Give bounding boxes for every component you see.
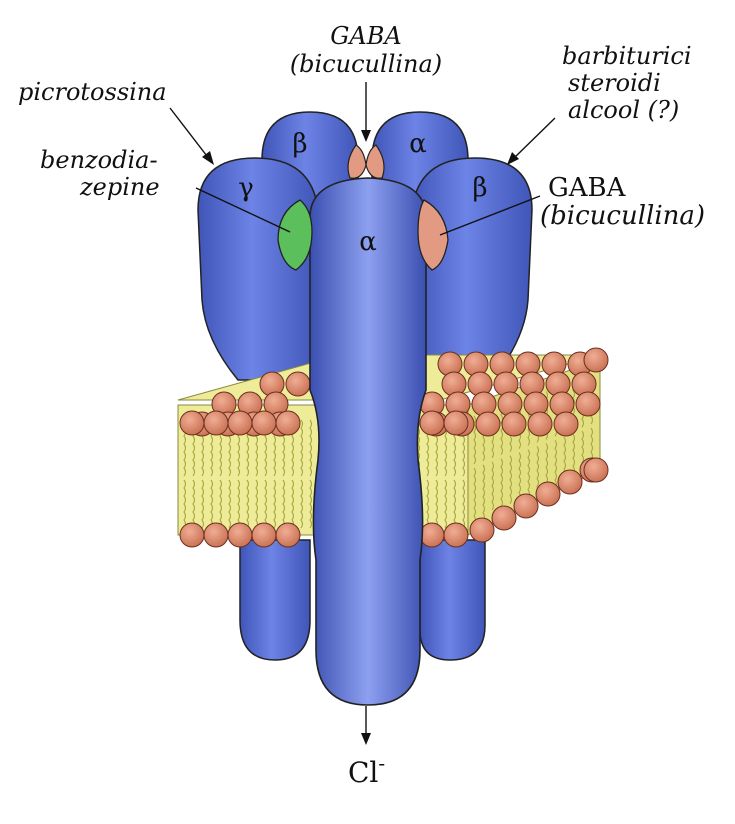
label-beta-back: β [292, 129, 307, 159]
phospholipid-head [443, 522, 469, 548]
lipid-tail [444, 479, 448, 529]
phospholipid-head [275, 410, 301, 436]
lipid-tail [255, 479, 259, 529]
phospholipid-head [535, 481, 561, 507]
subunit-beta-right [411, 157, 533, 381]
subunit-gamma [197, 157, 319, 381]
phospholipid-head [227, 522, 253, 548]
benzodiazepine-label-2: zepine [79, 173, 160, 201]
steroidi-label: steroidi [568, 69, 661, 97]
gaba-right-bicucullina: (bicucullina) [540, 201, 705, 231]
lipid-tail [282, 479, 286, 529]
lipid-tail [426, 479, 430, 529]
lipid-tail [246, 479, 250, 529]
benzodiazepine-label-1: benzodia- [40, 146, 158, 174]
phospholipid-head [475, 411, 501, 437]
label-gamma: γ [238, 173, 254, 203]
phospholipid-head [443, 410, 469, 436]
lipid-tail [237, 479, 241, 529]
subunit-alpha-front [309, 177, 427, 706]
lipid-tail [518, 452, 522, 501]
lipid-tail [482, 464, 486, 522]
lipid-tail [300, 479, 304, 529]
lipid-tail [291, 479, 295, 529]
lipid-tail [273, 479, 277, 529]
chloride-charge: - [378, 751, 385, 775]
lipid-tail [309, 419, 313, 477]
picrotossina-label: picrotossina [18, 78, 167, 106]
gaba-top-bicucullina: (bicucullina) [290, 50, 442, 78]
phospholipid-head [419, 410, 445, 436]
lipid-tail [210, 479, 214, 529]
phospholipid-head [513, 493, 539, 519]
phospholipid-head [583, 347, 609, 373]
lipid-tail [572, 433, 576, 475]
front-subunit-lower-bodies [238, 545, 306, 640]
label-beta-right: β [472, 173, 487, 203]
subunit-labels: β α γ β α [238, 129, 487, 257]
lipid-tail [192, 479, 196, 529]
lipid-tail [300, 419, 304, 477]
phospholipid-head [527, 411, 553, 437]
phospholipid-head [575, 391, 601, 417]
phospholipid-head [275, 522, 301, 548]
label-alpha-back: α [409, 129, 427, 159]
gaba-site-right [417, 199, 449, 271]
phospholipid-head [179, 522, 205, 548]
lipid-tail [509, 455, 513, 505]
phospholipid-head [203, 522, 229, 548]
phospholipid-head [227, 410, 253, 436]
phospholipid-head [583, 457, 609, 483]
lipid-tail [491, 461, 495, 511]
phospholipid-head [285, 371, 311, 397]
phospholipid-head [553, 411, 579, 437]
lipid-tail [264, 479, 268, 529]
phospholipid-head [251, 522, 277, 548]
lipid-tail [228, 479, 232, 529]
lipid-tail [435, 479, 439, 529]
barbiturici-label: barbiturici [562, 42, 692, 70]
alcool-label: alcool (?) [568, 96, 679, 124]
phospholipid-head [419, 522, 445, 548]
back-subunit-lower-bodies [239, 539, 486, 661]
phospholipid-head [251, 410, 277, 436]
phospholipid-head [491, 505, 517, 531]
phospholipid-head [179, 410, 205, 436]
gaba-top-label: GABA [330, 22, 401, 50]
lipid-tail [527, 449, 531, 498]
gaba-right-label: GABA [548, 173, 627, 203]
gaba-site-top [347, 144, 385, 179]
benzodiazepine-site [277, 199, 313, 271]
text-labels: GABA (bicucullina) picrotossina barbitur… [18, 22, 705, 789]
lipid-tail [563, 436, 567, 478]
lipid-tail [183, 479, 187, 529]
lipid-tail [462, 479, 466, 529]
phospholipid-head [469, 517, 495, 543]
phospholipid-head [501, 411, 527, 437]
lipid-tail [536, 446, 540, 495]
label-alpha-front: α [359, 227, 377, 257]
lipid-tail [453, 479, 457, 529]
lipid-tail [309, 479, 313, 529]
phospholipid-head [557, 469, 583, 495]
phospholipid-head [203, 410, 229, 436]
lipid-tail [219, 479, 223, 529]
lipid-tail [201, 479, 205, 529]
lipid-tail [473, 467, 477, 525]
lipid-tail [500, 458, 504, 508]
lipid-tail [554, 440, 558, 489]
lipid-tail [500, 406, 504, 456]
annotation-lines [169, 82, 556, 745]
chloride-label: Cl- [348, 751, 385, 789]
